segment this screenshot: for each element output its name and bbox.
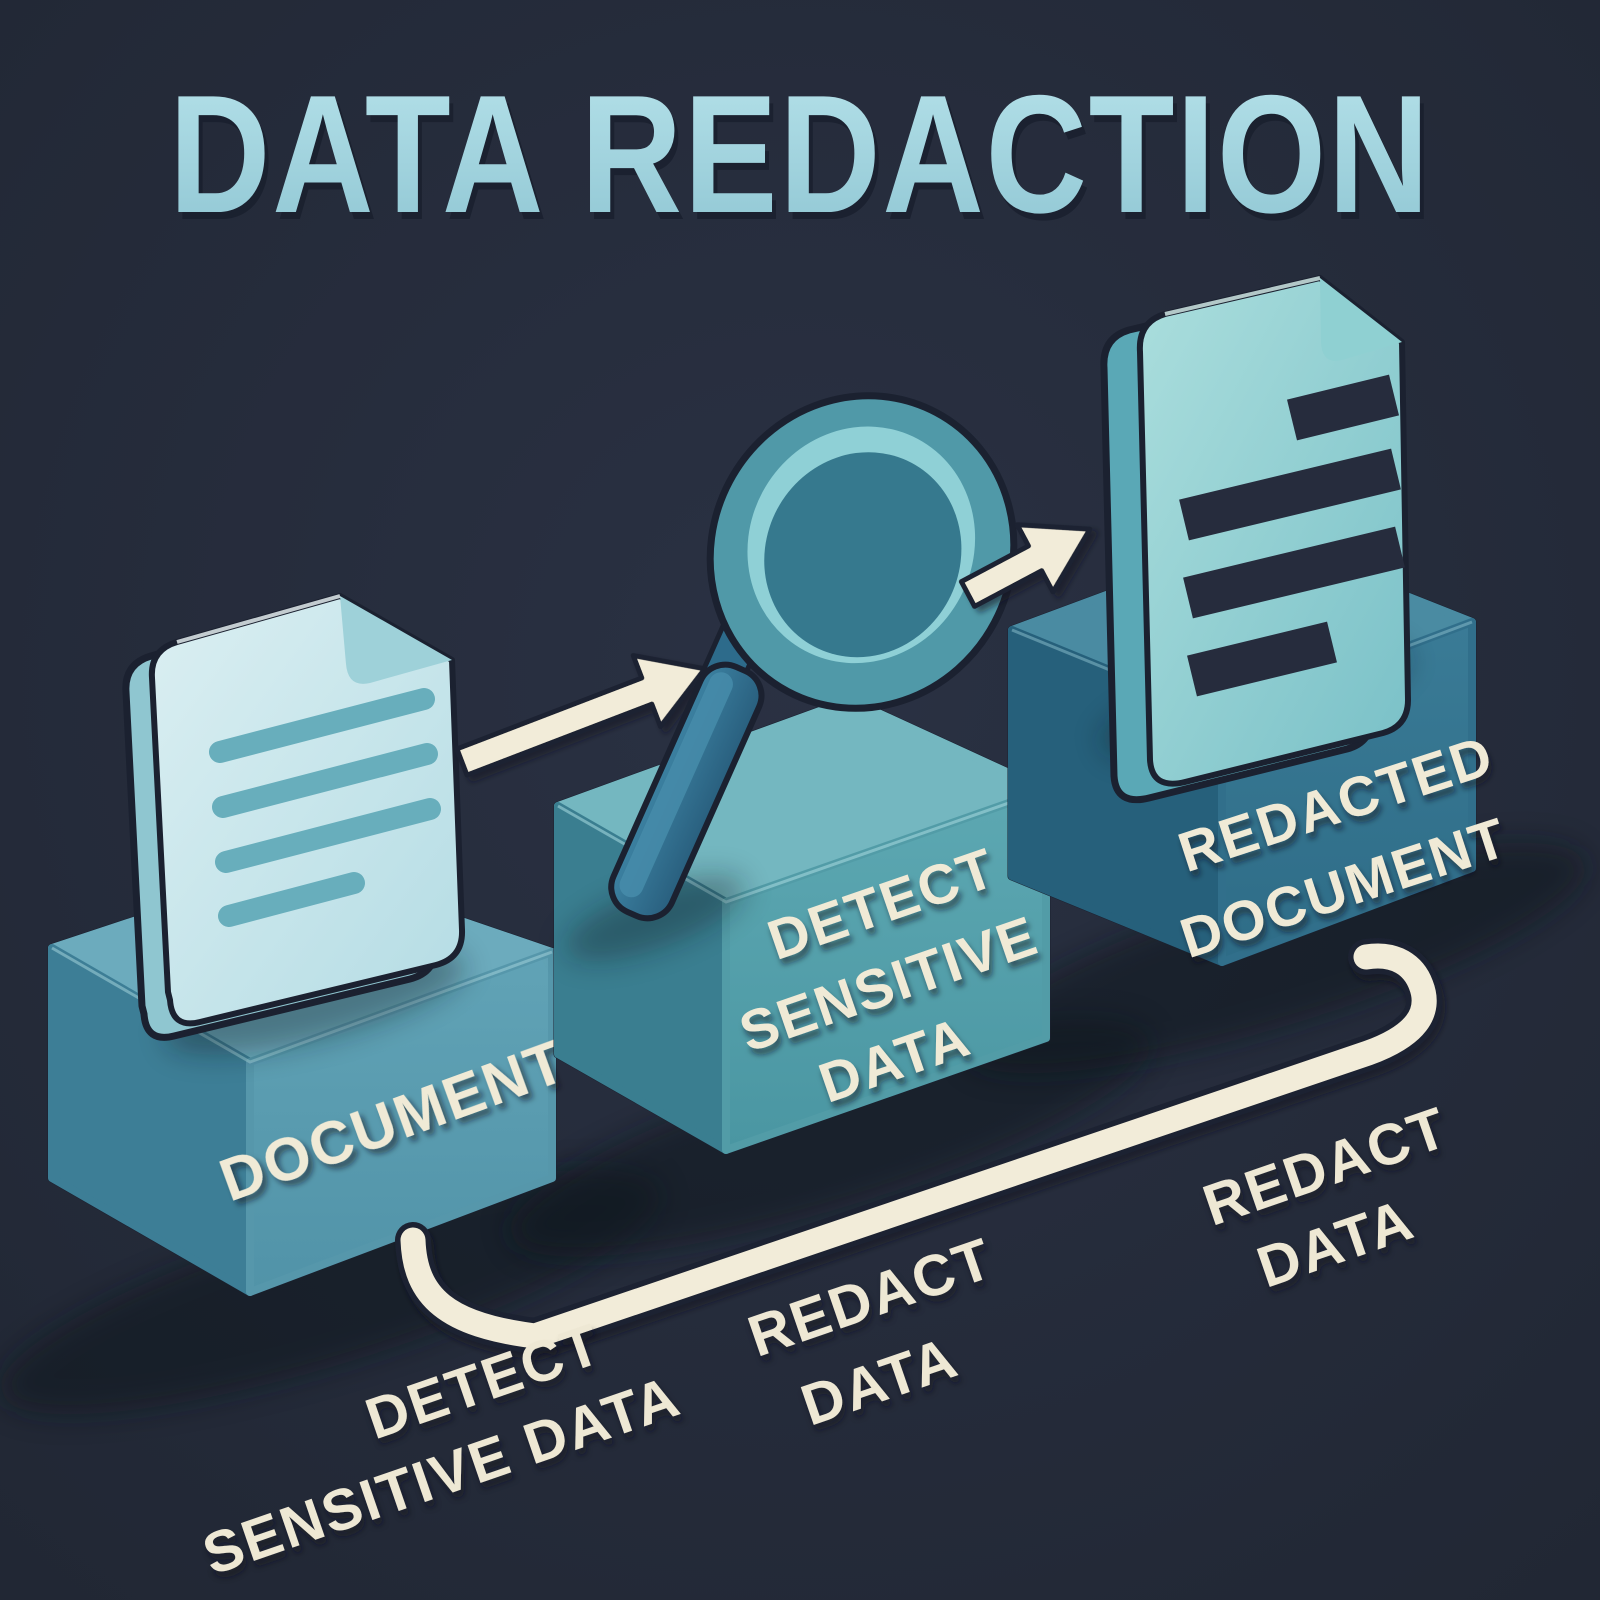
magnifier-handle-highlight bbox=[619, 672, 733, 898]
page-title: DATA REDACTION DATA REDACTION bbox=[169, 60, 1435, 255]
magnifying-glass-icon bbox=[608, 392, 1018, 922]
arrow-right-icon bbox=[958, 522, 1093, 609]
document-icon-fold-corner bbox=[340, 596, 452, 684]
shadow-left-box bbox=[0, 1169, 661, 1415]
redaction-bar bbox=[1183, 526, 1405, 619]
document-icon-top-highlight bbox=[176, 594, 341, 644]
flow-path-line bbox=[400, 943, 1437, 1349]
document-icon-text-lines bbox=[209, 688, 441, 927]
magnifier-ring bbox=[706, 392, 1018, 712]
flow-path bbox=[395, 938, 1443, 1355]
page-title-shadow: DATA REDACTION bbox=[173, 67, 1435, 255]
step-document: DOCUMENT bbox=[47, 593, 575, 1297]
redacted-document-icon bbox=[1100, 275, 1411, 804]
ground-shadows bbox=[0, 842, 1587, 1415]
step-redacted-document: REDACTED DOCUMENT bbox=[1007, 275, 1515, 970]
redacted-doc-fold-corner bbox=[1320, 278, 1402, 361]
step-detect-sensitive-data: DETECT SENSITIVE DATA bbox=[553, 392, 1051, 1155]
shadow-middle-box bbox=[508, 1019, 1152, 1257]
magnifier-lens bbox=[764, 452, 962, 658]
redaction-bar bbox=[1179, 448, 1401, 541]
redacted-doc-top-highlight bbox=[1164, 276, 1321, 316]
arrow-right-icon bbox=[454, 653, 708, 778]
redaction-bar bbox=[1187, 621, 1337, 697]
redaction-bars bbox=[1179, 374, 1405, 697]
document-icon bbox=[122, 593, 466, 1041]
shadow-right-box bbox=[963, 842, 1587, 1074]
page-title-text: DATA REDACTION bbox=[169, 60, 1431, 248]
redacted-doc-front bbox=[1136, 275, 1411, 787]
document-box-edge-highlight bbox=[51, 946, 553, 1064]
redaction-bar bbox=[1287, 374, 1399, 441]
